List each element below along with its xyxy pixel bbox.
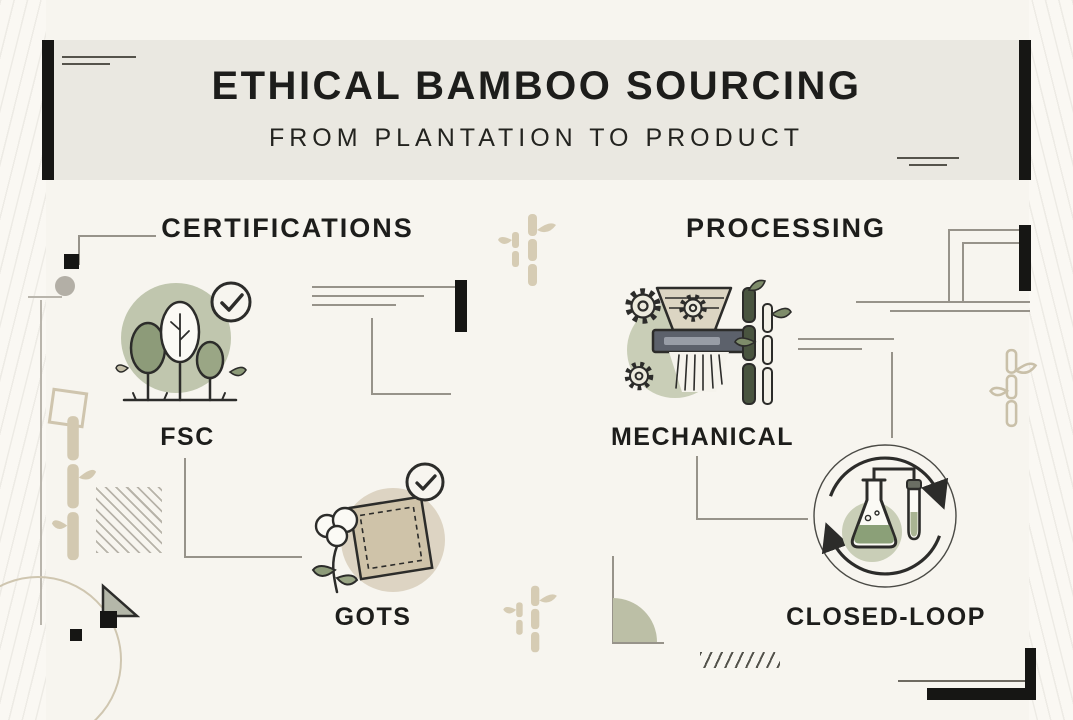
banner-deco-line <box>62 63 110 65</box>
black-square-decoration <box>70 629 82 641</box>
bamboo-stalk-icon <box>988 348 1038 428</box>
dot-decoration <box>55 276 75 296</box>
line-decoration <box>898 680 1032 682</box>
corner-bracket-decoration <box>962 242 1022 244</box>
line-decoration <box>891 352 893 438</box>
hatch-ticks-decoration <box>700 652 780 668</box>
closed-loop-chemistry-icon <box>813 444 957 588</box>
line-decoration <box>40 300 42 625</box>
recycle-arrow-top <box>828 456 949 510</box>
header-banner: ETHICAL BAMBOO SOURCING FROM PLANTATION … <box>42 40 1031 180</box>
banner-deco-line <box>897 157 959 159</box>
line-decoration <box>798 338 894 340</box>
banner-deco-line <box>909 164 947 166</box>
line-decoration <box>856 301 1030 303</box>
corner-bracket-decoration <box>948 229 950 303</box>
corner-frame-decoration <box>1025 648 1036 700</box>
line-decoration <box>28 296 62 298</box>
gear-icon <box>679 294 707 322</box>
gots-label: GOTS <box>334 603 412 631</box>
processing-heading: PROCESSING <box>685 213 887 243</box>
bamboo-stalk-icon <box>498 214 556 286</box>
line-decoration <box>312 295 424 297</box>
bamboo-stalk-icon <box>503 585 557 653</box>
gear-icon <box>624 361 654 391</box>
corner-bracket-decoration <box>371 393 451 395</box>
connector-mechanical-to-closed-loop <box>696 518 808 520</box>
quarter-disc-decoration <box>613 598 657 642</box>
bamboo-stalk-icon <box>51 416 97 561</box>
black-bar-decoration <box>455 280 467 332</box>
corner-bracket-decoration <box>948 229 1022 231</box>
fsc-forest-certified-icon <box>115 281 252 402</box>
connector-fsc-to-gots <box>184 556 302 558</box>
banner-end-bar-right <box>1019 40 1031 180</box>
corner-bracket-decoration <box>371 318 373 394</box>
corner-bracket-decoration <box>78 235 156 237</box>
black-bar-decoration <box>1019 225 1031 291</box>
line-decoration <box>312 286 455 288</box>
triangle-decoration <box>101 583 140 618</box>
corner-frame-decoration <box>927 688 1036 700</box>
banner-end-bar-left <box>42 40 54 180</box>
line-decoration <box>890 310 1030 312</box>
mechanical-label: MECHANICAL <box>610 423 795 451</box>
black-square-decoration <box>64 254 79 269</box>
corner-bracket-decoration <box>78 235 80 265</box>
connector-fsc-to-gots <box>184 458 186 558</box>
mechanical-crusher-icon <box>624 279 792 405</box>
banner-deco-line <box>62 56 136 58</box>
recycle-arrow-bottom <box>821 522 942 576</box>
hatch-pattern-decoration <box>96 487 162 553</box>
page-subtitle: FROM PLANTATION TO PRODUCT <box>268 124 805 152</box>
page-title: ETHICAL BAMBOO SOURCING <box>211 64 862 108</box>
gots-organic-textile-icon <box>311 462 445 594</box>
line-decoration <box>312 304 396 306</box>
certifications-heading: CERTIFICATIONS <box>161 213 414 243</box>
gear-icon <box>625 288 661 324</box>
line-decoration <box>798 348 862 350</box>
corner-bracket-decoration <box>962 242 964 302</box>
closed-loop-label: CLOSED-LOOP <box>786 603 986 631</box>
bamboo-stalk-icon <box>734 279 792 405</box>
connector-mechanical-to-closed-loop <box>696 456 698 520</box>
line-decoration <box>612 642 664 644</box>
fsc-label: FSC <box>160 423 215 451</box>
black-square-decoration <box>100 611 117 628</box>
